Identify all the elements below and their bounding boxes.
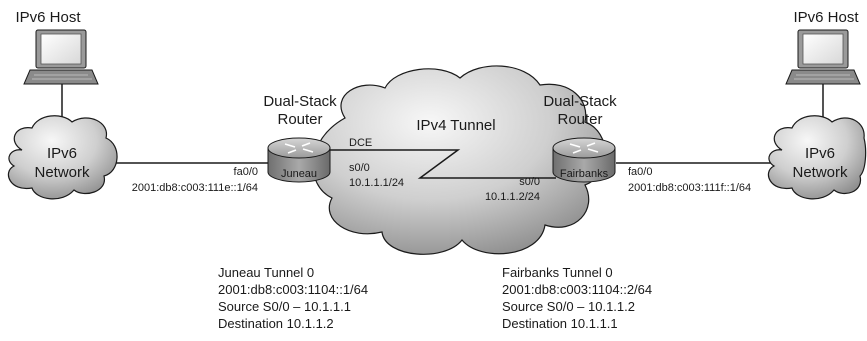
fairbanks-router-icon bbox=[552, 137, 616, 183]
fairbanks-tunnel-destination: Destination 10.1.1.1 bbox=[502, 316, 618, 331]
left-host-laptop-icon bbox=[23, 29, 99, 85]
juneau-dce-label: DCE bbox=[349, 137, 372, 149]
juneau-lan-if: fa0/0 bbox=[234, 166, 258, 178]
fairbanks-role-line2: Router bbox=[557, 111, 602, 128]
right-ipv6-network-cloud: IPv6 Network bbox=[768, 115, 867, 200]
juneau-lan-addr: 2001:db8:c003:111e::1/64 bbox=[132, 182, 258, 194]
fairbanks-wan-if: s0/0 bbox=[519, 176, 540, 188]
fairbanks-lan-if: fa0/0 bbox=[628, 166, 652, 178]
fairbanks-tunnel-title: Fairbanks Tunnel 0 bbox=[502, 265, 613, 280]
fairbanks-router-name: Fairbanks bbox=[560, 168, 609, 180]
serial-lightning bbox=[328, 149, 556, 179]
juneau-tunnel-source: Source S0/0 – 10.1.1.1 bbox=[218, 299, 351, 314]
left-network-line1: IPv6 bbox=[47, 145, 77, 162]
right-network-line1: IPv6 bbox=[805, 145, 835, 162]
left-ipv6-network-cloud: IPv6 Network bbox=[8, 115, 118, 200]
right-host-label: IPv6 Host bbox=[793, 9, 859, 26]
juneau-role-line1: Dual-Stack bbox=[263, 93, 337, 110]
fairbanks-tunnel-config: Fairbanks Tunnel 0 2001:db8:c003:1104::2… bbox=[502, 264, 652, 332]
tunnel-label: IPv4 Tunnel bbox=[416, 117, 495, 134]
juneau-role-line2: Router bbox=[277, 111, 322, 128]
right-network-line2: Network bbox=[792, 164, 848, 181]
fairbanks-lan-addr: 2001:db8:c003:111f::1/64 bbox=[628, 182, 751, 194]
right-host-laptop-icon bbox=[785, 29, 861, 85]
left-network-line2: Network bbox=[34, 164, 90, 181]
juneau-tunnel-config: Juneau Tunnel 0 2001:db8:c003:1104::1/64… bbox=[218, 264, 368, 332]
fairbanks-tunnel-source: Source S0/0 – 10.1.1.2 bbox=[502, 299, 635, 314]
ipv4-tunnel-cloud bbox=[312, 65, 606, 255]
juneau-tunnel-title: Juneau Tunnel 0 bbox=[218, 265, 315, 280]
juneau-router-icon bbox=[267, 137, 331, 183]
juneau-router-name: Juneau bbox=[281, 168, 317, 180]
serial-link bbox=[328, 149, 556, 179]
juneau-tunnel-ipv6: 2001:db8:c003:1104::1/64 bbox=[218, 282, 369, 297]
left-host-label: IPv6 Host bbox=[15, 9, 81, 26]
juneau-tunnel-destination: Destination 10.1.1.2 bbox=[218, 316, 334, 331]
fairbanks-role-line1: Dual-Stack bbox=[543, 93, 617, 110]
fairbanks-tunnel-ipv6: 2001:db8:c003:1104::2/64 bbox=[502, 282, 653, 297]
juneau-wan-addr: 10.1.1.1/24 bbox=[349, 177, 404, 189]
juneau-wan-if: s0/0 bbox=[349, 162, 370, 174]
fairbanks-wan-addr: 10.1.1.2/24 bbox=[485, 191, 540, 203]
